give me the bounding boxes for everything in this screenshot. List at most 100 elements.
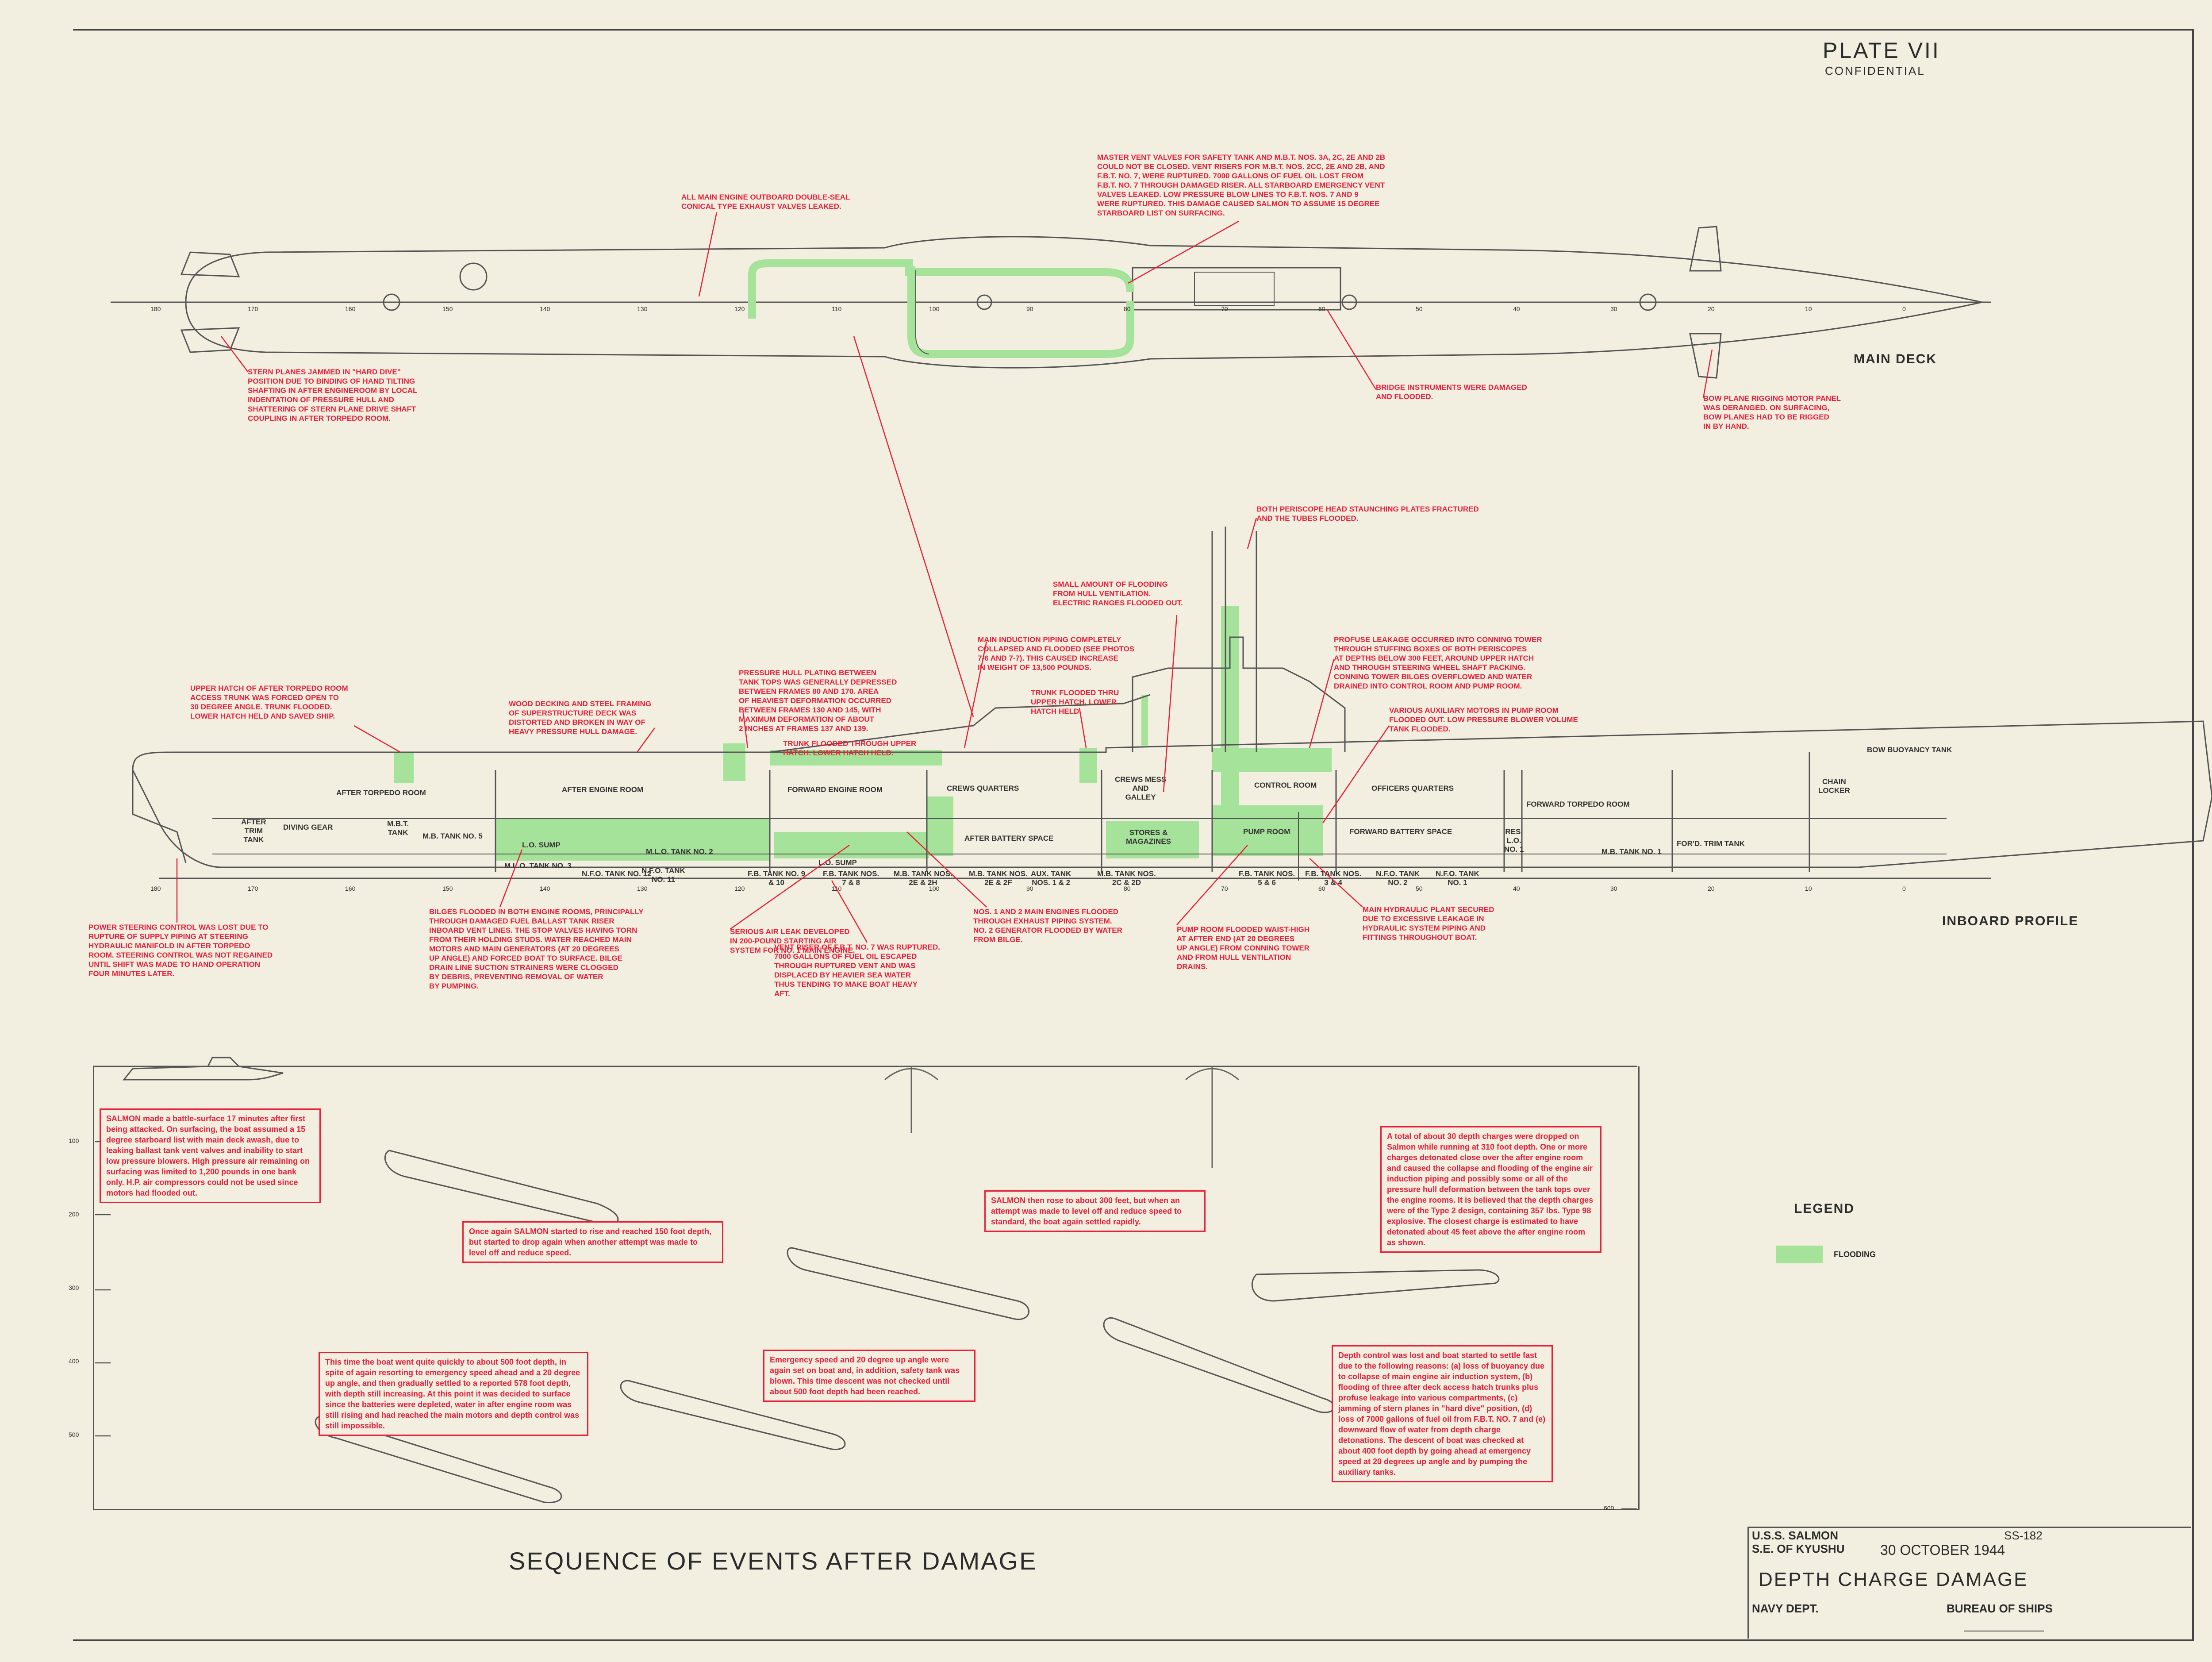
comp-after-engine-room: AFTER ENGINE ROOM	[562, 785, 644, 794]
comp-lo-sump-aft: L.O. SUMP	[522, 841, 561, 849]
sequence-title: SEQUENCE OF EVENTS AFTER DAMAGE	[509, 1547, 1037, 1575]
main-deck-frame-label: 130	[637, 305, 648, 312]
main-deck-frame-label: 80	[1124, 305, 1131, 312]
comp-after-trim-tank: AFTER TRIM TANK	[241, 818, 266, 844]
main-deck-frame-label: 70	[1221, 305, 1228, 312]
depth-tick-label: 100	[69, 1137, 79, 1144]
seq-box-7: Depth control was lost and boat started …	[1332, 1345, 1553, 1482]
legend-flooding-swatch	[1776, 1246, 1823, 1263]
comp-ford-trim-tank: FOR'D. TRIM TANK	[1677, 839, 1745, 848]
seq-box-4: A total of about 30 depth charges were d…	[1380, 1126, 1601, 1253]
classification-label: CONFIDENTIAL	[1825, 64, 1925, 77]
depth-tick-label: 200	[69, 1211, 79, 1218]
title-ship: U.S.S. SALMON	[1752, 1529, 1839, 1542]
note-hull-plating: PRESSURE HULL PLATING BETWEEN TANK TOPS …	[739, 669, 897, 733]
title-bureau: BUREAU OF SHIPS	[1947, 1602, 2053, 1615]
title-date: 30 OCTOBER 1944	[1880, 1542, 2005, 1558]
depth-tick-label: 400	[69, 1358, 79, 1365]
main-deck-frame-label: 20	[1708, 305, 1715, 312]
note-decking: WOOD DECKING AND STEEL FRAMING OF SUPERS…	[509, 700, 652, 736]
comp-mb-tank-2c-2d: M.B. TANK NOS. 2C & 2D	[1097, 869, 1156, 887]
seq-box-6: Emergency speed and 20 degree up angle w…	[763, 1350, 975, 1402]
seq-box-1: SALMON made a battle-surface 17 minutes …	[100, 1108, 321, 1203]
top-border-line	[73, 29, 2192, 31]
comp-control-room: CONTROL ROOM	[1254, 781, 1317, 789]
profile-frame-label: 20	[1708, 885, 1715, 892]
sequence-panel	[93, 1066, 1640, 1510]
seq-box-5: This time the boat went quite quickly to…	[319, 1352, 588, 1436]
comp-after-torpedo-room: AFTER TORPEDO ROOM	[336, 789, 426, 797]
comp-nfo-tank-2: N.F.O. TANK NO. 2	[1376, 869, 1420, 887]
comp-diving-gear: DIVING GEAR	[283, 823, 333, 831]
main-deck-title: MAIN DECK	[1854, 352, 1937, 366]
comp-nfo-tank-11: N.F.O. TANK NO. 11	[641, 866, 685, 884]
inboard-profile-title: INBOARD PROFILE	[1942, 914, 2079, 928]
main-deck-frame-label: 50	[1416, 305, 1423, 312]
note-bow-plane: BOW PLANE RIGGING MOTOR PANEL WAS DERANG…	[1703, 394, 1841, 431]
title-location: S.E. OF KYUSHU	[1752, 1542, 1845, 1555]
comp-res-lo: RES. L.O. NO. 1	[1504, 827, 1524, 854]
main-deck-frame-label: 180	[150, 305, 161, 312]
signature-mark	[1964, 1617, 2044, 1631]
profile-frame-label: 40	[1513, 885, 1520, 892]
legend-title: LEGEND	[1794, 1201, 1855, 1216]
seq-box-2: Once again SALMON started to rise and re…	[462, 1221, 723, 1263]
comp-crews-mess: CREWS MESS AND GALLEY	[1115, 775, 1167, 801]
seq-box-3: SALMON then rose to about 300 feet, but …	[984, 1190, 1206, 1232]
profile-frame-label: 130	[637, 885, 648, 892]
title-subject: DEPTH CHARGE DAMAGE	[1759, 1569, 2028, 1590]
depth-tick-label: 600	[1604, 1504, 1614, 1512]
depth-tick-label: 500	[69, 1431, 79, 1438]
plate-title: PLATE VII	[1823, 38, 1940, 63]
profile-frame-label: 30	[1610, 885, 1617, 892]
comp-stores-magazines: STORES & MAGAZINES	[1126, 828, 1171, 846]
profile-frame-label: 160	[345, 885, 356, 892]
profile-frame-label: 10	[1805, 885, 1812, 892]
title-dept: NAVY DEPT.	[1752, 1602, 1819, 1615]
note-conning-tower: PROFUSE LEAKAGE OCCURRED INTO CONNING TO…	[1334, 635, 1542, 690]
profile-frame-label: 180	[150, 885, 161, 892]
main-deck-frame-label: 110	[832, 305, 842, 312]
note-trunk-flooded: TRUNK FLOODED THRU UPPER HATCH. LOWER HA…	[1031, 689, 1119, 716]
main-deck-frame-label: 40	[1513, 305, 1520, 312]
profile-frame-label: 90	[1026, 885, 1033, 892]
comp-mlo-tank-2: M.L.O. TANK NO. 2	[646, 847, 713, 856]
note-upper-hatch: UPPER HATCH OF AFTER TORPEDO ROOM ACCESS…	[190, 684, 348, 720]
comp-forward-battery-space: FORWARD BATTERY SPACE	[1349, 827, 1452, 836]
main-deck-frame-label: 170	[248, 305, 258, 312]
profile-frame-label: 0	[1902, 885, 1906, 892]
note-bridge-instruments: BRIDGE INSTRUMENTS WERE DAMAGED AND FLOO…	[1376, 383, 1527, 401]
note-periscope: BOTH PERISCOPE HEAD STAUNCHING PLATES FR…	[1256, 505, 1479, 523]
comp-aux-tank: AUX. TANK NOS. 1 & 2	[1031, 869, 1071, 887]
comp-nfo-tank-1: N.F.O. TANK NO. 1	[1436, 869, 1479, 887]
main-deck-frame-label: 140	[540, 305, 550, 312]
note-ventilation: SMALL AMOUNT OF FLOODING FROM HULL VENTI…	[1053, 580, 1183, 607]
profile-frame-label: 140	[540, 885, 550, 892]
main-deck-frame-label: 90	[1026, 305, 1033, 312]
note-bilges: BILGES FLOODED IN BOTH ENGINE ROOMS, PRI…	[429, 908, 644, 990]
comp-crews-quarters: CREWS QUARTERS	[947, 784, 1019, 793]
main-deck-frame-label: 60	[1318, 305, 1325, 312]
note-induction: MAIN INDUCTION PIPING COMPLETELY COLLAPS…	[978, 635, 1135, 672]
comp-forward-torpedo-room: FORWARD TORPEDO ROOM	[1526, 800, 1630, 808]
comp-pump-room: PUMP ROOM	[1243, 827, 1290, 836]
main-deck-frame-label: 30	[1610, 305, 1617, 312]
legend-flooding-label: FLOODING	[1834, 1250, 1876, 1259]
comp-nfo-tank-12: N.F.O. TANK NO. 12	[582, 869, 652, 878]
note-aux-motors: VARIOUS AUXILIARY MOTORS IN PUMP ROOM FL…	[1389, 706, 1578, 733]
main-deck-frame-label: 0	[1902, 305, 1906, 312]
note-pump-room: PUMP ROOM FLOODED WAIST-HIGH AT AFTER EN…	[1177, 925, 1310, 971]
note-hydraulic: MAIN HYDRAULIC PLANT SECURED DUE TO EXCE…	[1363, 905, 1494, 942]
title-hull: SS-182	[2004, 1529, 2043, 1542]
main-deck-frame-label: 150	[442, 305, 453, 312]
note-power-steering: POWER STEERING CONTROL WAS LOST DUE TO R…	[88, 923, 273, 978]
title-block	[1747, 1527, 2191, 1639]
comp-mb-tank-5: M.B. TANK NO. 5	[422, 832, 483, 840]
profile-frame-label: 50	[1416, 885, 1423, 892]
note-master-vent: MASTER VENT VALVES FOR SAFETY TANK AND M…	[1097, 153, 1386, 217]
note-vent-riser: VENT RISER OF F.B.T. NO. 7 WAS RUPTURED.…	[774, 943, 940, 998]
comp-mbt-tank: M.B.T. TANK	[387, 819, 409, 837]
note-engines-flooded: NOS. 1 AND 2 MAIN ENGINES FLOODED THROUG…	[973, 908, 1122, 944]
main-deck-frame-label: 120	[734, 305, 745, 312]
